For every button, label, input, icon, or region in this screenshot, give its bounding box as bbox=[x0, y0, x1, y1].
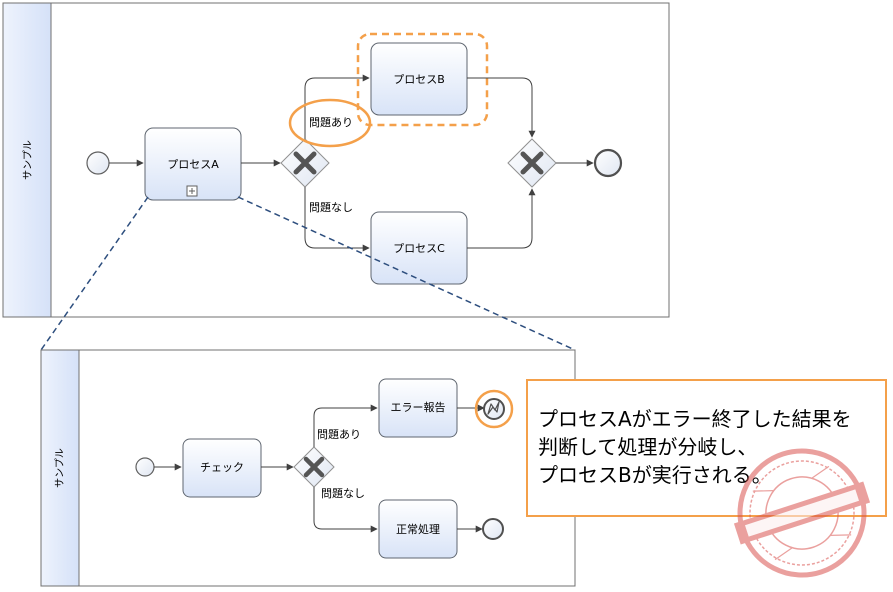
condition-problem-label: 問題あり bbox=[309, 116, 353, 129]
process-b-label: プロセスB bbox=[393, 73, 445, 86]
process-c-label: プロセスC bbox=[393, 242, 445, 255]
error-end-event-icon[interactable] bbox=[483, 398, 505, 420]
top-pool: サンプル bbox=[2, 2, 670, 318]
process-c-task[interactable]: プロセスC bbox=[370, 211, 468, 285]
zoom-connector-left bbox=[40, 196, 149, 351]
sub-pool-label: サンプル bbox=[54, 448, 66, 488]
sub-condition-problem-label: 問題あり bbox=[317, 428, 361, 441]
error-report-label: エラー報告 bbox=[391, 401, 446, 414]
merge-gateway-x-icon[interactable] bbox=[507, 138, 557, 188]
explanation-callout: プロセスAがエラー終了した結果を 判断して処理が分岐し、 プロセスBが実行される… bbox=[526, 379, 887, 517]
check-task[interactable]: チェック bbox=[182, 438, 262, 498]
top-end-event[interactable] bbox=[593, 148, 623, 178]
process-a-label: プロセスA bbox=[167, 158, 219, 171]
sub-gateway-x-icon[interactable] bbox=[293, 446, 335, 488]
check-label: チェック bbox=[200, 461, 244, 474]
protected-image-stamp bbox=[733, 448, 871, 578]
callout-line-1: プロセスAがエラー終了した結果を bbox=[538, 407, 852, 431]
sub-condition-no-problem-label: 問題なし bbox=[321, 487, 365, 500]
plus-box-icon[interactable] bbox=[186, 185, 198, 197]
callout-line-2: 判断して処理が分岐し、 bbox=[538, 435, 758, 459]
exclusive-gateway-x-icon[interactable] bbox=[280, 138, 330, 188]
condition-no-problem-label: 問題なし bbox=[309, 201, 353, 214]
problem-highlight-ellipse bbox=[288, 98, 372, 148]
zoom-connector-right bbox=[237, 196, 576, 351]
process-b-task[interactable]: プロセスB bbox=[370, 42, 468, 116]
sub-start-event[interactable] bbox=[135, 457, 155, 477]
top-start-event[interactable] bbox=[86, 151, 110, 175]
callout-line-3: プロセスBが実行される。 bbox=[538, 463, 772, 487]
normal-process-label: 正常処理 bbox=[396, 523, 440, 536]
error-report-task[interactable]: エラー報告 bbox=[378, 378, 458, 438]
process-a-task[interactable]: プロセスA bbox=[144, 127, 242, 201]
process-b-highlight bbox=[356, 32, 489, 127]
normal-process-task[interactable]: 正常処理 bbox=[378, 499, 458, 559]
top-pool-label: サンプル bbox=[22, 140, 34, 180]
error-end-highlight bbox=[474, 389, 514, 429]
sub-end-event[interactable] bbox=[482, 518, 504, 540]
